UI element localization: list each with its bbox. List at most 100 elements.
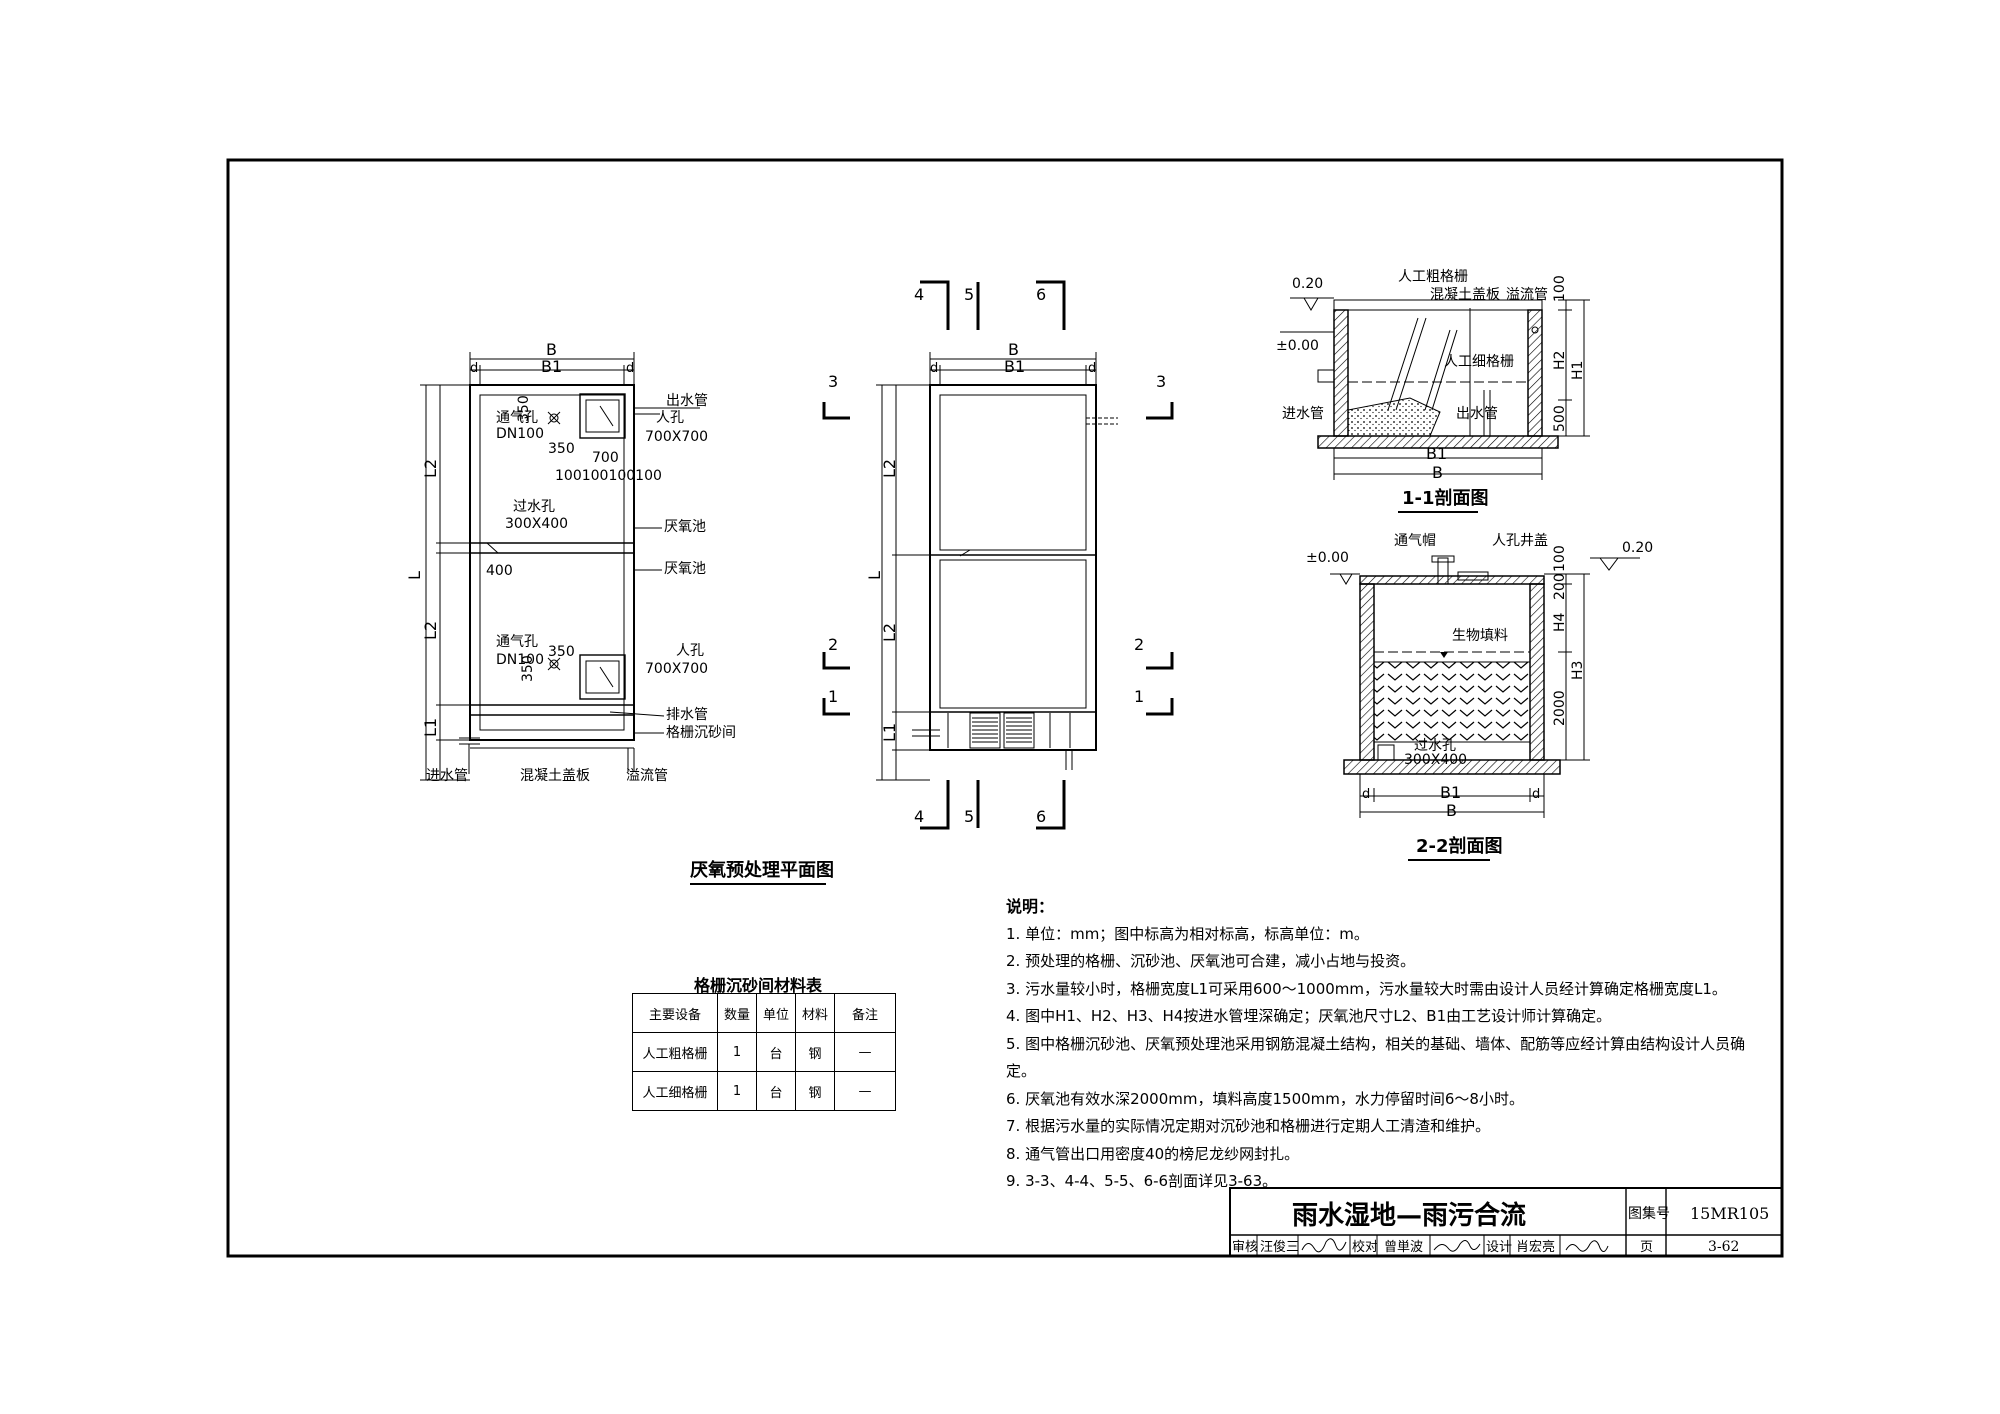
sec2-label-pass-size: 300X400 bbox=[1404, 752, 1467, 768]
sec1-elev-000: ±0.00 bbox=[1276, 338, 1319, 354]
plan-dim-L2-top: L2 bbox=[421, 459, 440, 478]
cut-label-4-top: 4 bbox=[914, 285, 924, 304]
table-cell: 1 bbox=[717, 1071, 757, 1111]
title-block-atlas-no: 15MR105 bbox=[1690, 1204, 1769, 1223]
table-row: 人工粗格栅 1 台 钢 — bbox=[632, 1032, 896, 1072]
cut-label-4-bottom: 4 bbox=[914, 807, 924, 826]
sec1-dim-100: 100 bbox=[1552, 275, 1568, 302]
sec1-dim-H1: H1 bbox=[1570, 361, 1586, 380]
plan-label-outlet-pipe: 出水管 bbox=[666, 393, 708, 409]
sec2-dim-B: B bbox=[1446, 801, 1457, 820]
sec1-dim-H2: H2 bbox=[1552, 351, 1568, 370]
sec2-dim-200: 200 bbox=[1552, 573, 1568, 600]
title-block-checker: 曾単波 bbox=[1384, 1239, 1423, 1255]
cut-label-2-left: 2 bbox=[828, 635, 838, 654]
plan-label-drain-pipe: 排水管 bbox=[666, 707, 708, 723]
plan-label-vent-dn-top: DN100 bbox=[496, 426, 544, 442]
sec2-label-pass-hole: 过水孔 bbox=[1414, 738, 1456, 754]
plan-dim-L1: L1 bbox=[421, 718, 440, 737]
sec2-label-vent-cap: 通气帽 bbox=[1394, 533, 1436, 549]
table-cell: 人工细格栅 bbox=[632, 1071, 718, 1111]
table-cell: — bbox=[834, 1032, 896, 1072]
cut-label-6-top: 6 bbox=[1036, 285, 1046, 304]
note-2: 2. 预处理的格栅、沉砂池、厌氧池可合建，减小占地与投资。 bbox=[1006, 952, 1416, 970]
cut-label-1-right: 1 bbox=[1134, 687, 1144, 706]
plan-dim-700: 700 bbox=[592, 450, 619, 466]
sec2-dim-d-right: d bbox=[1532, 787, 1540, 802]
cut-label-6-bottom: 6 bbox=[1036, 807, 1046, 826]
note-5: 5. 图中格栅沉砂池、厌氧预处理池采用钢筋混凝土结构，相关的基础、墙体、配筋等应… bbox=[1006, 1034, 1746, 1081]
sec2-dim-d-left: d bbox=[1362, 787, 1370, 802]
plan-dim-400: 400 bbox=[486, 563, 513, 579]
note-3: 3. 污水量较小时，格栅宽度L1可采用600～1000mm，污水量较大时需由设计… bbox=[1006, 979, 1727, 998]
plan-label-overflow-pipe: 溢流管 bbox=[626, 768, 668, 784]
cut-label-2-right: 2 bbox=[1134, 635, 1144, 654]
title-block-drawing-title: 雨水湿地—雨污合流 bbox=[1292, 1200, 1526, 1231]
material-table: 主要设备 数量 单位 材料 备注 人工粗格栅 1 台 钢 — 人工细格栅 1 台… bbox=[632, 993, 896, 1111]
table-cell: 钢 bbox=[795, 1071, 835, 1111]
sec2-dim-100: 100 bbox=[1552, 545, 1568, 572]
cut-plan-dim-d-right: d bbox=[1088, 361, 1096, 376]
plan-label-pass-size: 300X400 bbox=[505, 516, 568, 532]
plan-dim-350a: 350 bbox=[516, 395, 532, 422]
cut-plan-dim-B1: B1 bbox=[1004, 357, 1025, 376]
plan-dim-350d: 350 bbox=[520, 655, 536, 682]
table-cell: 钢 bbox=[795, 1032, 835, 1072]
note-9: 9. 3-3、4-4、5-5、6-6剖面详见3-63。 bbox=[1006, 1172, 1278, 1190]
sec2-title: 2-2剖面图 bbox=[1416, 835, 1503, 857]
table-cell: 台 bbox=[756, 1032, 796, 1072]
sec1-label-fine-screen: 人工细格栅 bbox=[1444, 354, 1514, 370]
cut-plan-outer bbox=[929, 384, 1097, 751]
notes-heading: 说明： bbox=[1006, 897, 1055, 916]
reviewer-signature bbox=[1301, 1238, 1347, 1253]
header-cell: 材料 bbox=[795, 993, 835, 1033]
plan-view: B B1 d d L L2 L2 L1 出水管 人孔 700X700 通气孔 D… bbox=[405, 340, 834, 885]
plan-manhole-bottom bbox=[579, 654, 626, 700]
plan-label-inlet-pipe: 进水管 bbox=[426, 768, 468, 784]
table-cell: 1 bbox=[717, 1032, 757, 1072]
table-cell: — bbox=[834, 1071, 896, 1111]
note-1: 1. 单位：mm；图中标高为相对标高，标高单位：m。 bbox=[1006, 924, 1369, 943]
sec2-label-bio-filler: 生物填料 bbox=[1452, 628, 1508, 644]
plan-dim-L2-bottom: L2 bbox=[421, 621, 440, 640]
sec1-label-inlet-pipe: 进水管 bbox=[1282, 406, 1324, 422]
sec2-elev-020: 0.20 bbox=[1622, 540, 1653, 556]
plan-dim-B1: B1 bbox=[541, 357, 562, 376]
sec1-title: 1-1剖面图 bbox=[1402, 487, 1489, 509]
plan-label-pass-hole: 过水孔 bbox=[513, 499, 555, 515]
table-row: 人工细格栅 1 台 钢 — bbox=[632, 1071, 896, 1111]
plan-label-manhole-size-bottom: 700X700 bbox=[645, 661, 708, 677]
sec2-label-manhole-cover: 人孔井盖 bbox=[1492, 533, 1548, 549]
title-block: 雨水湿地—雨污合流 图集号 15MR105 审核 汪俊三 校对 曾単波 设计 肖… bbox=[1229, 1187, 1783, 1257]
note-8: 8. 通气管出口用密度40的榜尼龙纱网封扎。 bbox=[1006, 1144, 1300, 1163]
cut-plan-dim-L2-top: L2 bbox=[880, 459, 899, 478]
plan-label-grit-room: 格栅沉砂间 bbox=[666, 725, 736, 741]
sec1-label-outlet-pipe: 出水管 bbox=[1456, 406, 1498, 422]
note-7: 7. 根据污水量的实际情况定期对沉砂池和格栅进行定期人工清渣和维护。 bbox=[1006, 1117, 1491, 1135]
designer-signature bbox=[1565, 1240, 1609, 1252]
sec1-label-overflow-pipe: 溢流管 bbox=[1506, 287, 1548, 303]
table-cell: 人工粗格栅 bbox=[632, 1032, 718, 1072]
sec1-dim-B: B bbox=[1432, 463, 1443, 482]
sec2-elev-000: ±0.00 bbox=[1306, 550, 1349, 566]
header-cell: 数量 bbox=[717, 993, 757, 1033]
header-cell: 备注 bbox=[834, 993, 896, 1033]
table-header-row: 主要设备 数量 单位 材料 备注 bbox=[632, 993, 896, 1033]
cut-plan-dim-L1: L1 bbox=[880, 723, 899, 742]
plan-dim-B: B bbox=[546, 340, 557, 359]
plan-label-vent-bottom: 通气孔 bbox=[496, 634, 538, 650]
plan-dim-100s: 100100100100 bbox=[555, 468, 662, 484]
sec2-dim-B1: B1 bbox=[1440, 783, 1461, 802]
sec2-dim-H4: H4 bbox=[1552, 612, 1568, 632]
cut-plan-screen-2 bbox=[1003, 712, 1035, 749]
checker-signature bbox=[1433, 1240, 1481, 1252]
section-2-2: ±0.00 0.20 通气帽 人孔井盖 生物填料 过水孔 300X400 100… bbox=[1306, 533, 1653, 861]
sec1-dim-B1: B1 bbox=[1426, 444, 1447, 463]
title-block-page-label: 页 bbox=[1640, 1240, 1653, 1255]
plan-label-vent-top: 通气孔 bbox=[496, 410, 538, 426]
sec2-dim-2000: 2000 bbox=[1552, 690, 1568, 726]
cut-plan-dim-L: L bbox=[865, 571, 884, 580]
cut-plan-dim-B: B bbox=[1008, 340, 1019, 359]
plan-manhole-top bbox=[579, 393, 626, 439]
cut-label-3-left: 3 bbox=[828, 372, 838, 391]
